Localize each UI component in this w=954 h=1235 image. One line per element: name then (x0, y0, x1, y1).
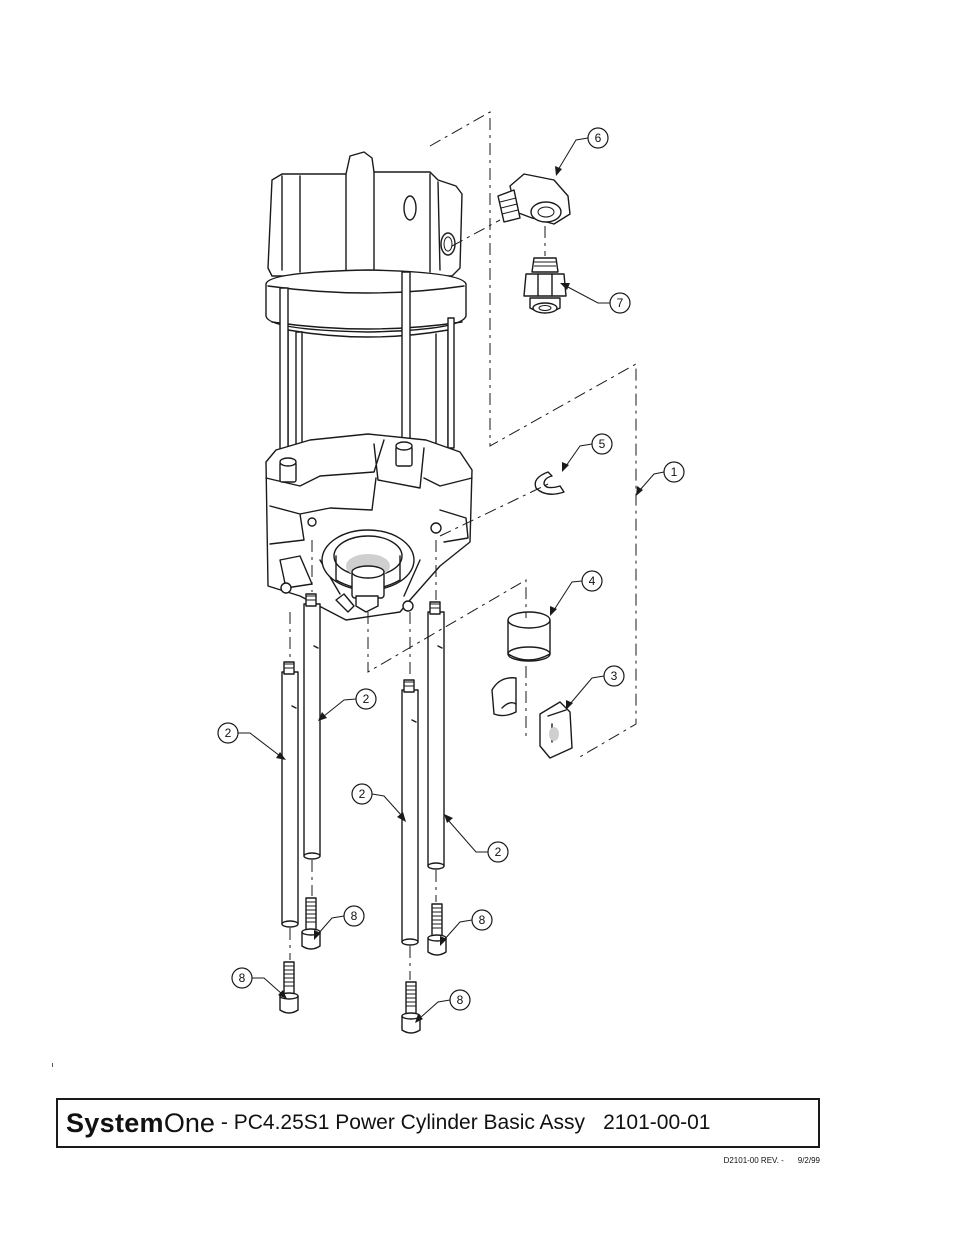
svg-text:8: 8 (457, 993, 464, 1007)
callout-1: 1 (664, 462, 684, 482)
drawing-number: 2101-00-01 (603, 1111, 710, 1135)
callout-8: 8 (344, 906, 364, 926)
callout-2: 2 (488, 842, 508, 862)
svg-text:6: 6 (595, 131, 602, 145)
straight-fitting (524, 258, 566, 313)
callout-3: 3 (604, 666, 624, 686)
callout-7: 7 (610, 293, 630, 313)
callout-2: 2 (352, 784, 372, 804)
split-collar-half (492, 678, 516, 716)
svg-text:5: 5 (599, 437, 606, 451)
svg-text:8: 8 (351, 909, 358, 923)
revision-line: D2101-00 REV. - 9/2/99 (660, 1156, 820, 1165)
e-clip (535, 472, 564, 494)
svg-text:1: 1 (671, 465, 678, 479)
svg-text:2: 2 (225, 726, 232, 740)
svg-text:2: 2 (359, 787, 366, 801)
elbow-fitting (498, 174, 570, 224)
svg-text:8: 8 (479, 913, 486, 927)
brand-name-regular: One (164, 1108, 215, 1139)
rod-clevis (540, 702, 572, 758)
callout-6: 6 (588, 128, 608, 148)
svg-text:2: 2 (363, 692, 370, 706)
callout-8: 8 (232, 968, 252, 988)
svg-text:8: 8 (239, 971, 246, 985)
margin-mark (52, 1063, 53, 1067)
revision-date: 9/2/99 (798, 1156, 820, 1165)
callout-2: 2 (218, 723, 238, 743)
base-flange (266, 434, 472, 620)
cylinder-head (268, 152, 462, 276)
svg-text:7: 7 (617, 296, 624, 310)
callout-5: 5 (592, 434, 612, 454)
upper-ring (266, 270, 466, 332)
callout-2: 2 (356, 689, 376, 709)
bushing (508, 612, 550, 661)
tie-rods (282, 594, 444, 945)
svg-text:3: 3 (611, 669, 618, 683)
brand-name-bold: System (66, 1108, 164, 1139)
callout-8: 8 (472, 910, 492, 930)
svg-text:4: 4 (589, 574, 596, 588)
drawing-title: - PC4.25S1 Power Cylinder Basic Assy (221, 1111, 585, 1135)
svg-text:2: 2 (495, 845, 502, 859)
callout-8: 8 (450, 990, 470, 1010)
revision-doc-ref: D2101-00 REV. - (724, 1156, 784, 1165)
callout-4: 4 (582, 571, 602, 591)
